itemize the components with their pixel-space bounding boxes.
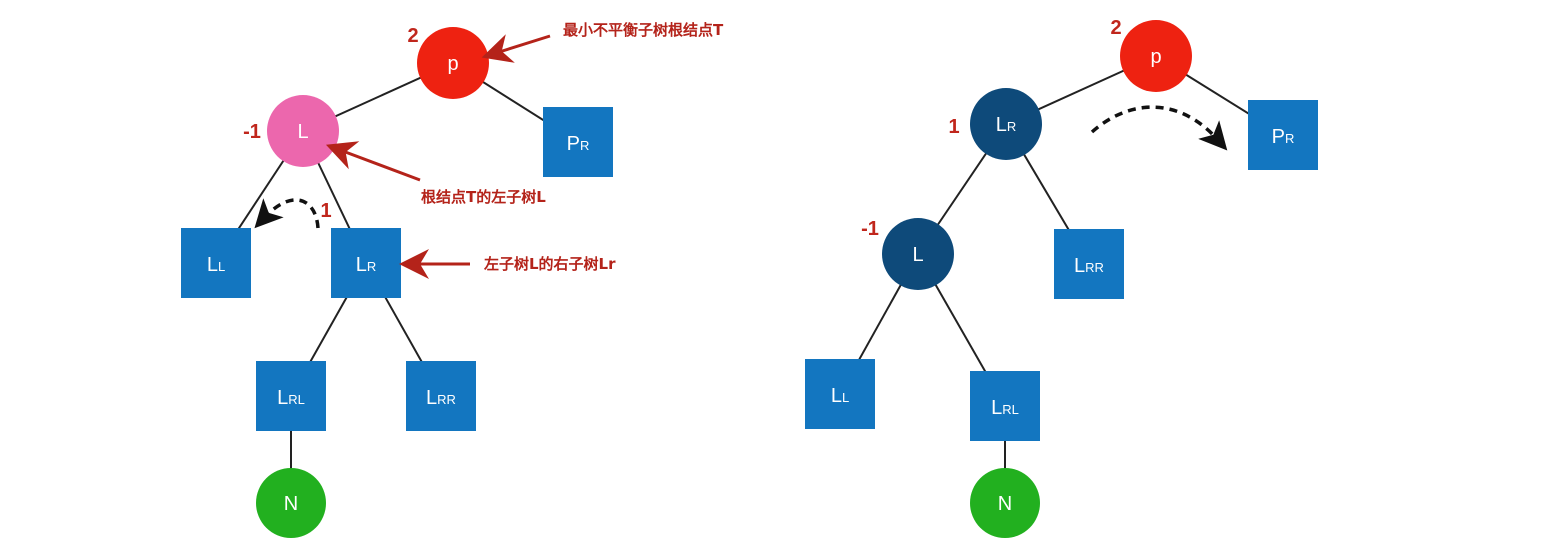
svg-text:LR: LR — [356, 254, 377, 276]
right-node-lrl: LRL — [970, 371, 1040, 441]
svg-text:LL: LL — [831, 385, 849, 407]
left-node-p: p — [417, 27, 489, 99]
annotation-left-child-text: 根结点T的左子树L — [421, 188, 546, 206]
right-bf-p: 2 — [1110, 17, 1121, 39]
annotation-arrow-left-child — [325, 141, 421, 182]
svg-text:N: N — [284, 493, 298, 515]
right-node-l: L — [882, 218, 954, 290]
svg-text:N: N — [998, 493, 1012, 515]
right-rotation-arrow — [1090, 105, 1228, 151]
svg-text:LRL: LRL — [991, 397, 1019, 419]
right-node-pr: PR — [1248, 100, 1318, 170]
left-node-lrl: LRL — [256, 361, 326, 431]
svg-text:p: p — [447, 53, 458, 75]
left-rotation-arrow — [254, 198, 320, 229]
svg-text:L: L — [912, 244, 923, 266]
right-node-ll: LL — [805, 359, 875, 429]
left-bf-lr: 1 — [320, 200, 331, 222]
annotation-root-text: 最小不平衡子树根结点T — [563, 21, 724, 39]
svg-text:LRR: LRR — [426, 387, 456, 409]
left-node-n: N — [256, 468, 326, 538]
left-tree: PR p 2 L -1 LL LR 1 LRL — [181, 21, 724, 538]
svg-text:LRL: LRL — [277, 387, 305, 409]
right-node-n: N — [970, 468, 1040, 538]
right-node-lrr: LRR — [1054, 229, 1124, 299]
svg-text:LRR: LRR — [1074, 255, 1104, 277]
left-bf-l: -1 — [243, 121, 261, 143]
right-bf-lr: 1 — [948, 116, 959, 138]
svg-text:L: L — [297, 121, 308, 143]
right-tree: PR p 2 LR 1 L -1 LRR LL — [805, 17, 1318, 538]
left-node-pr: PR — [543, 107, 613, 177]
svg-text:LL: LL — [207, 254, 225, 276]
left-node-lr: LR — [331, 228, 401, 298]
svg-text:PR: PR — [1272, 126, 1295, 148]
annotation-arrow-root — [481, 34, 551, 63]
svg-text:LR: LR — [996, 114, 1017, 136]
right-bf-l: -1 — [861, 218, 879, 240]
left-node-ll: LL — [181, 228, 251, 298]
left-node-lrr: LRR — [406, 361, 476, 431]
annotation-right-of-left-text: 左子树L的右子树Lr — [483, 255, 616, 273]
right-node-lr: LR — [970, 88, 1042, 160]
left-node-l: L — [267, 95, 339, 167]
right-node-p: p — [1120, 20, 1192, 92]
svg-text:PR: PR — [567, 133, 590, 155]
svg-text:p: p — [1150, 46, 1161, 68]
left-bf-p: 2 — [407, 25, 418, 47]
